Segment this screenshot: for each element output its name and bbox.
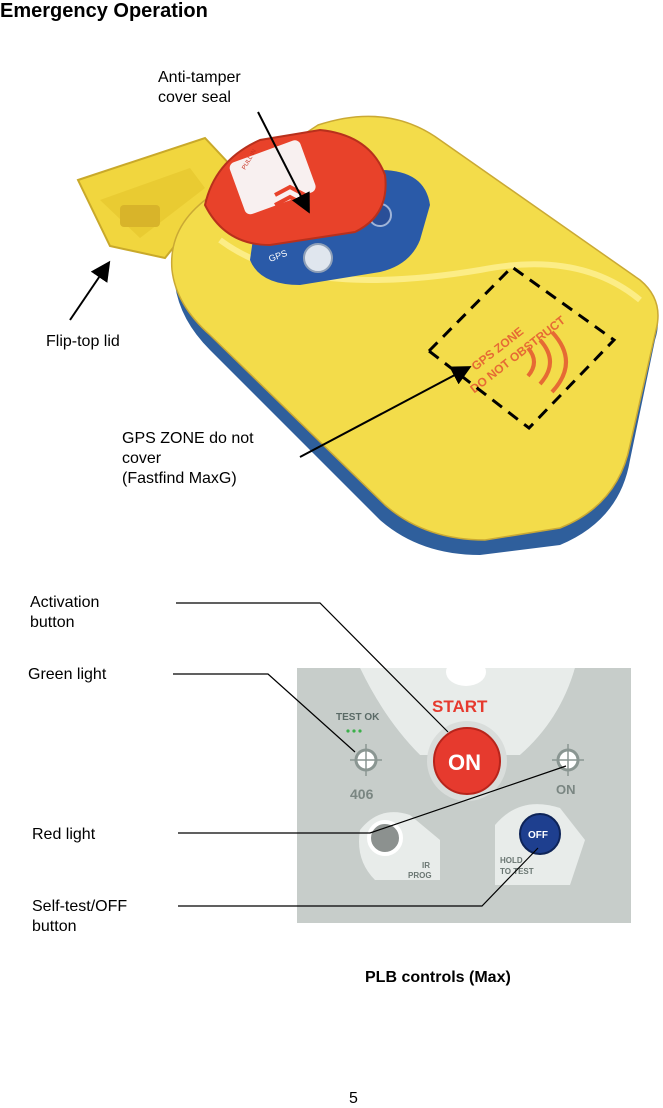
panel-ir: IR: [422, 861, 430, 870]
off-button-label: OFF: [528, 830, 548, 841]
self-test-off-button[interactable]: [519, 813, 561, 855]
panel-406: 406: [350, 786, 374, 802]
flip-top-arrow: [69, 260, 111, 321]
flip-top-lid-shape: [76, 136, 237, 260]
page-title: Emergency Operation: [0, 0, 208, 22]
self-test-leader: [178, 847, 539, 907]
ir-prog-window: [367, 820, 403, 856]
label-self-test-off: Self-test/OFF button: [32, 898, 128, 935]
device-photo: GPS PULL IN GPS ZONE DO NOT OBSTRUCT: [69, 111, 659, 555]
panel-test-ok: TEST OK: [336, 712, 380, 723]
label-red-light: Red light: [32, 826, 96, 843]
panel-start: START: [432, 697, 488, 716]
panel-hold: HOLD: [500, 856, 523, 865]
label-green-light: Green light: [28, 666, 107, 683]
control-panel-figure: TEST OK 406 START ON ON IR PROG OFF HOLD…: [173, 602, 631, 923]
gps-zone-arrow: [299, 366, 472, 458]
gps-zone-dashed-box: [426, 265, 617, 431]
figure-caption: PLB controls (Max): [365, 969, 511, 986]
anti-tamper-arrow: [257, 111, 310, 214]
panel-on-light: ON: [556, 782, 576, 797]
label-activation-button: Activation button: [30, 594, 100, 631]
panel-prog: PROG: [408, 871, 432, 880]
red-light-leader: [178, 765, 567, 834]
panel-to-test: TO TEST: [500, 867, 534, 876]
label-anti-tamper: Anti-tamper cover seal: [158, 69, 241, 106]
activation-leader: [176, 602, 449, 733]
on-button-label: ON: [448, 750, 481, 775]
label-flip-top-lid: Flip-top lid: [46, 333, 120, 350]
green-light-leader: [173, 673, 356, 753]
page-number: 5: [349, 1090, 358, 1107]
activation-button[interactable]: [433, 727, 501, 795]
label-gps-zone: GPS ZONE do not cover (Fastfind MaxG): [122, 430, 254, 487]
